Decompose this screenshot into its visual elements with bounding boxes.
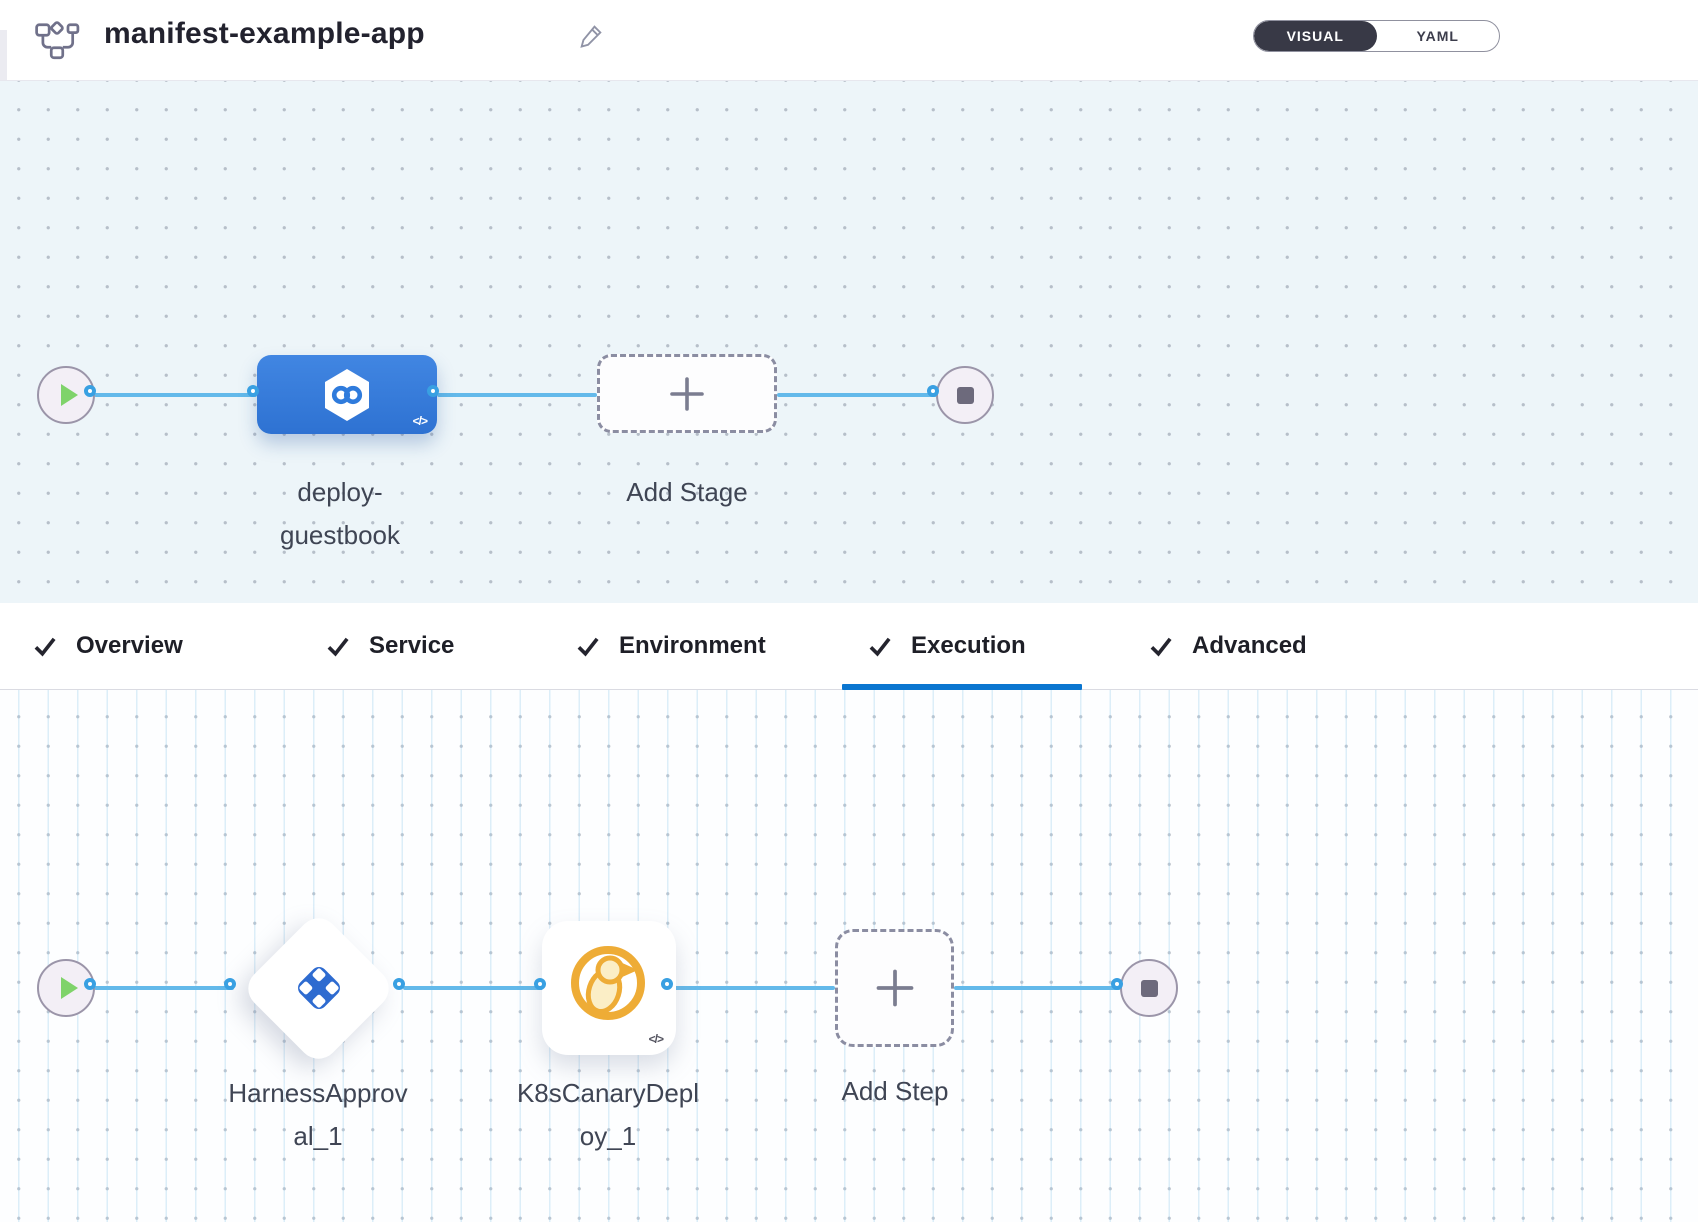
left-gutter [0, 30, 7, 80]
toggle-visual[interactable]: VISUAL [1254, 21, 1377, 51]
check-icon [327, 637, 349, 657]
port[interactable] [1111, 978, 1123, 990]
port[interactable] [927, 385, 939, 397]
pipeline-end-node [936, 366, 994, 424]
play-icon [60, 977, 78, 999]
add-stage-button[interactable] [597, 354, 777, 433]
toggle-yaml[interactable]: YAML [1416, 28, 1459, 44]
tab-overview[interactable]: Overview [32, 603, 183, 689]
header: manifest-example-app VISUAL YAML [0, 0, 1698, 81]
canary-bird-icon [571, 946, 645, 1020]
tab-execution[interactable]: Execution [867, 603, 1026, 689]
harness-approval-icon [290, 959, 348, 1022]
tab-service[interactable]: Service [325, 603, 454, 689]
step-label-harness-approval: HarnessApprov al_1 [228, 1078, 408, 1151]
execution-canvas[interactable]: </> HarnessApprov al_1 K8sCanaryDepl oy_… [0, 690, 1698, 1222]
pipeline-icon [34, 20, 80, 67]
edit-pencil-icon[interactable] [577, 22, 605, 55]
plus-icon [670, 376, 704, 411]
check-icon [34, 637, 56, 657]
connector [94, 986, 234, 990]
play-icon [60, 384, 78, 406]
connector [777, 393, 937, 397]
stage-label: deploy- guestbook [280, 477, 400, 550]
port[interactable] [534, 978, 546, 990]
stop-icon [956, 386, 974, 404]
plus-icon [876, 969, 913, 1007]
step-label-k8s-canary: K8sCanaryDepl oy_1 [516, 1078, 700, 1151]
tab-advanced[interactable]: Advanced [1148, 603, 1307, 689]
port[interactable] [393, 978, 405, 990]
stop-icon [1140, 979, 1158, 997]
page-title: manifest-example-app [104, 17, 425, 50]
stage-node-deploy-guestbook[interactable]: </> [257, 355, 437, 434]
connector [437, 393, 597, 397]
add-step-label: Add Step [841, 1076, 949, 1106]
port[interactable] [84, 385, 96, 397]
connector [954, 986, 1121, 990]
port[interactable] [661, 978, 673, 990]
stage-canvas[interactable]: </> deploy- guestbook Add Stage [0, 81, 1698, 603]
port[interactable] [247, 385, 259, 397]
tab-environment[interactable]: Environment [575, 603, 766, 689]
code-icon: </> [412, 414, 428, 428]
execution-end-node [1120, 959, 1178, 1017]
code-icon: </> [648, 1032, 664, 1046]
connector [403, 986, 544, 990]
port[interactable] [427, 385, 439, 397]
connector [94, 393, 257, 397]
add-step-button[interactable] [835, 929, 954, 1047]
add-stage-label: Add Stage [626, 477, 748, 507]
check-icon [577, 637, 599, 657]
check-icon [1150, 637, 1172, 657]
stage-config-tabs: Overview Service Environment Execution A… [0, 603, 1698, 690]
active-tab-underline [842, 684, 1082, 690]
view-mode-toggle: VISUAL YAML [1253, 20, 1500, 52]
check-icon [869, 637, 891, 657]
port[interactable] [84, 978, 96, 990]
connector [671, 986, 835, 990]
infinity-hexagon-icon [325, 368, 369, 421]
step-node-k8s-canary-deploy[interactable]: </> [542, 921, 676, 1055]
port[interactable] [224, 978, 236, 990]
